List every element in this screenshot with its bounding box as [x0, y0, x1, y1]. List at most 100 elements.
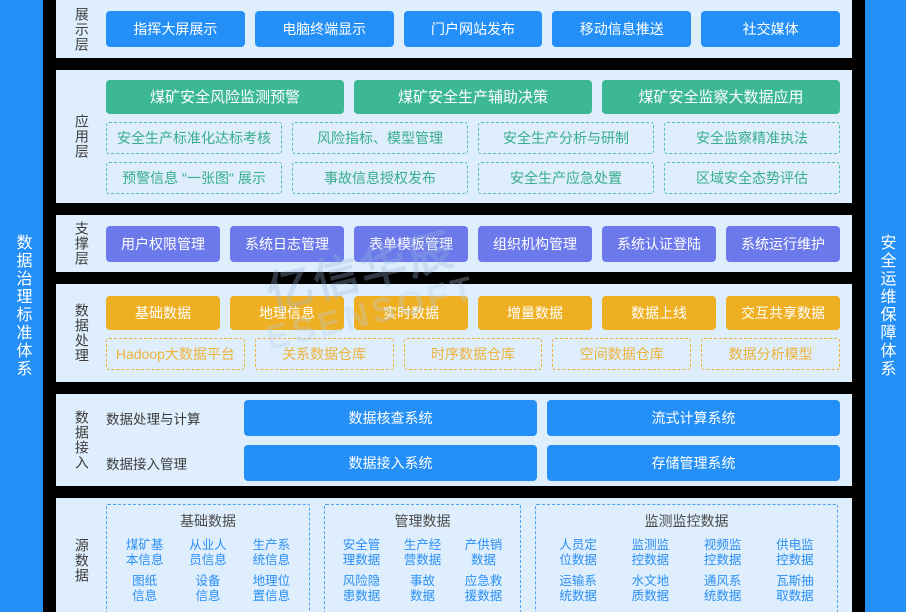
source-item[interactable]: 视频监控数据	[703, 537, 742, 567]
source-item[interactable]: 产供销数据	[464, 537, 503, 567]
chip-proc-6[interactable]: 交互共享数据	[726, 296, 840, 330]
chip-warehouse-1[interactable]: Hadoop大数据平台	[106, 338, 245, 370]
source-item[interactable]: 通风系统数据	[703, 574, 742, 604]
chip-app-main-1[interactable]: 煤矿安全风险监测预警	[106, 79, 344, 114]
layer-label-access-text: 数据接入	[73, 410, 90, 470]
layer-panel-support: 支撑层 用户权限管理 系统日志管理 表单模板管理 组织机构管理 系统认证登陆 系…	[56, 215, 852, 272]
source-item[interactable]: 监测监控数据	[631, 537, 670, 567]
separator-1	[43, 58, 865, 70]
chip-display-4[interactable]: 移动信息推送	[552, 11, 692, 47]
source-group-basic-title: 基础数据	[180, 512, 236, 529]
layer-body-processing: 基础数据 地理信息 实时数据 增量数据 数据上线 交互共享数据 Hadoop大数…	[106, 284, 852, 382]
source-group-basic-grid: 煤矿基本信息 从业人员信息 生产系统信息 图纸信息 设备信息 地理位置信息	[113, 535, 303, 608]
layer-label-display-text: 展示层	[73, 6, 90, 52]
layer-panel-access: 数据接入 数据处理与计算 数据核查系统 流式计算系统 数据接入管理 数据接入系统…	[56, 394, 852, 486]
source-item[interactable]: 安全管理数据	[342, 537, 381, 567]
layer-panel-processing: 数据处理 基础数据 地理信息 实时数据 增量数据 数据上线 交互共享数据 Had…	[56, 284, 852, 382]
source-item[interactable]: 水文地质数据	[631, 574, 670, 604]
chip-display-2[interactable]: 电脑终端显示	[254, 11, 394, 47]
source-item[interactable]: 瓦斯抽取数据	[776, 574, 814, 604]
layer-label-support: 支撑层	[56, 215, 106, 272]
chip-app-sub-7[interactable]: 安全生产应急处置	[478, 161, 654, 194]
source-item[interactable]: 生产系统信息	[252, 537, 291, 567]
application-row-2: 安全生产标准化达标考核 风险指标、模型管理 安全生产分析与研制 安全监察精准执法	[106, 121, 840, 154]
chip-warehouse-4[interactable]: 空间数据仓库	[552, 338, 692, 370]
source-group-monitoring: 监测监控数据 人员定位数据 监测监控数据 视频监控数据 供电监控数据 运输系统数…	[535, 503, 838, 612]
chip-app-sub-4[interactable]: 安全监察精准执法	[664, 121, 840, 154]
chip-app-sub-2[interactable]: 风险指标、模型管理	[292, 121, 468, 154]
source-item[interactable]: 煤矿基本信息	[125, 537, 164, 567]
chip-display-3[interactable]: 门户网站发布	[403, 11, 543, 47]
chip-warehouse-2[interactable]: 关系数据仓库	[254, 338, 394, 370]
display-row-1: 指挥大屏展示 电脑终端显示 门户网站发布 移动信息推送 社交媒体	[106, 11, 840, 47]
access-row-1: 数据处理与计算 数据核查系统 流式计算系统	[106, 399, 840, 436]
chip-warehouse-3[interactable]: 时序数据仓库	[403, 338, 543, 370]
layer-body-display: 指挥大屏展示 电脑终端显示 门户网站发布 移动信息推送 社交媒体	[106, 0, 852, 58]
source-item[interactable]: 风险隐患数据	[342, 574, 381, 604]
processing-row-2: Hadoop大数据平台 关系数据仓库 时序数据仓库 空间数据仓库 数据分析模型	[106, 338, 840, 370]
access-caption-2: 数据接入管理	[106, 456, 187, 472]
right-rail-label: 安全运维保障体系	[877, 234, 895, 378]
chip-access-4[interactable]: 存储管理系统	[547, 444, 840, 481]
source-item[interactable]: 运输系统数据	[559, 574, 597, 604]
source-item[interactable]: 生产经营数据	[403, 537, 442, 567]
chip-display-1[interactable]: 指挥大屏展示	[106, 11, 245, 47]
chip-app-main-3[interactable]: 煤矿安全监察大数据应用	[602, 79, 840, 114]
layer-body-support: 用户权限管理 系统日志管理 表单模板管理 组织机构管理 系统认证登陆 系统运行维…	[106, 215, 852, 272]
layer-body-source: 基础数据 煤矿基本信息 从业人员信息 生产系统信息 图纸信息 设备信息 地理位置…	[106, 498, 852, 612]
chip-support-4[interactable]: 组织机构管理	[478, 225, 592, 262]
source-item[interactable]: 应急救援数据	[464, 574, 503, 604]
source-item[interactable]: 从业人员信息	[189, 537, 227, 567]
layer-body-application: 煤矿安全风险监测预警 煤矿安全生产辅助决策 煤矿安全监察大数据应用 安全生产标准…	[106, 70, 852, 203]
chip-access-3[interactable]: 数据接入系统	[244, 444, 537, 481]
chip-support-1[interactable]: 用户权限管理	[106, 225, 220, 262]
chip-app-sub-8[interactable]: 区域安全态势评估	[664, 161, 840, 194]
chip-app-sub-5[interactable]: 预警信息 "一张图" 展示	[106, 161, 282, 194]
chip-support-5[interactable]: 系统认证登陆	[602, 225, 716, 262]
chip-support-2[interactable]: 系统日志管理	[230, 225, 344, 262]
chip-app-main-2[interactable]: 煤矿安全生产辅助决策	[354, 79, 592, 114]
chip-display-5[interactable]: 社交媒体	[701, 11, 840, 47]
source-item[interactable]: 设备信息	[195, 574, 221, 604]
chip-support-3[interactable]: 表单模板管理	[354, 225, 468, 262]
chip-access-1[interactable]: 数据核查系统	[244, 399, 537, 436]
source-item[interactable]: 图纸信息	[132, 574, 158, 604]
chip-warehouse-5[interactable]: 数据分析模型	[701, 338, 840, 370]
layer-label-display: 展示层	[56, 0, 106, 58]
source-group-management-grid: 安全管理数据 生产经营数据 产供销数据 风险隐患数据 事故数据 应急救援数据	[331, 535, 514, 608]
chip-proc-2[interactable]: 地理信息	[230, 296, 344, 330]
source-group-monitoring-grid: 人员定位数据 监测监控数据 视频监控数据 供电监控数据 运输系统数据 水文地质数…	[542, 535, 831, 608]
chip-app-sub-3[interactable]: 安全生产分析与研制	[478, 121, 654, 154]
processing-row-1: 基础数据 地理信息 实时数据 增量数据 数据上线 交互共享数据	[106, 296, 840, 330]
layer-label-source: 源数据	[56, 498, 106, 612]
chip-app-sub-1[interactable]: 安全生产标准化达标考核	[106, 121, 282, 154]
layer-label-support-text: 支撑层	[73, 221, 90, 266]
application-row-3: 预警信息 "一张图" 展示 事故信息授权发布 安全生产应急处置 区域安全态势评估	[106, 161, 840, 194]
source-group-monitoring-title: 监测监控数据	[644, 512, 729, 529]
layer-label-processing: 数据处理	[56, 284, 106, 382]
source-item[interactable]: 人员定位数据	[559, 537, 597, 567]
chip-proc-5[interactable]: 数据上线	[602, 296, 716, 330]
layer-body-access: 数据处理与计算 数据核查系统 流式计算系统 数据接入管理 数据接入系统 存储管理…	[106, 394, 852, 486]
source-group-management: 管理数据 安全管理数据 生产经营数据 产供销数据 风险隐患数据 事故数据 应急救…	[324, 503, 521, 612]
layer-stack: 展示层 指挥大屏展示 电脑终端显示 门户网站发布 移动信息推送 社交媒体 应用层	[43, 0, 865, 612]
left-rail-data-governance: 数据治理标准体系	[0, 0, 43, 612]
layer-label-access: 数据接入	[56, 394, 106, 486]
chip-proc-1[interactable]: 基础数据	[106, 296, 220, 330]
chip-support-6[interactable]: 系统运行维护	[726, 225, 840, 262]
chip-proc-3[interactable]: 实时数据	[354, 296, 468, 330]
source-item[interactable]: 事故数据	[409, 574, 435, 604]
separator-2	[43, 203, 865, 215]
application-row-1: 煤矿安全风险监测预警 煤矿安全生产辅助决策 煤矿安全监察大数据应用	[106, 79, 840, 114]
chip-app-sub-6[interactable]: 事故信息授权发布	[292, 161, 468, 194]
layer-label-application: 应用层	[56, 70, 106, 203]
source-item[interactable]: 供电监控数据	[776, 537, 814, 567]
chip-access-2[interactable]: 流式计算系统	[547, 399, 840, 436]
chip-proc-4[interactable]: 增量数据	[478, 296, 592, 330]
layer-label-application-text: 应用层	[73, 114, 90, 159]
source-item[interactable]: 地理位置信息	[252, 574, 291, 604]
layer-label-processing-text: 数据处理	[73, 303, 90, 363]
separator-5	[43, 486, 865, 498]
layer-panel-application: 应用层 煤矿安全风险监测预警 煤矿安全生产辅助决策 煤矿安全监察大数据应用 安全…	[56, 70, 852, 203]
